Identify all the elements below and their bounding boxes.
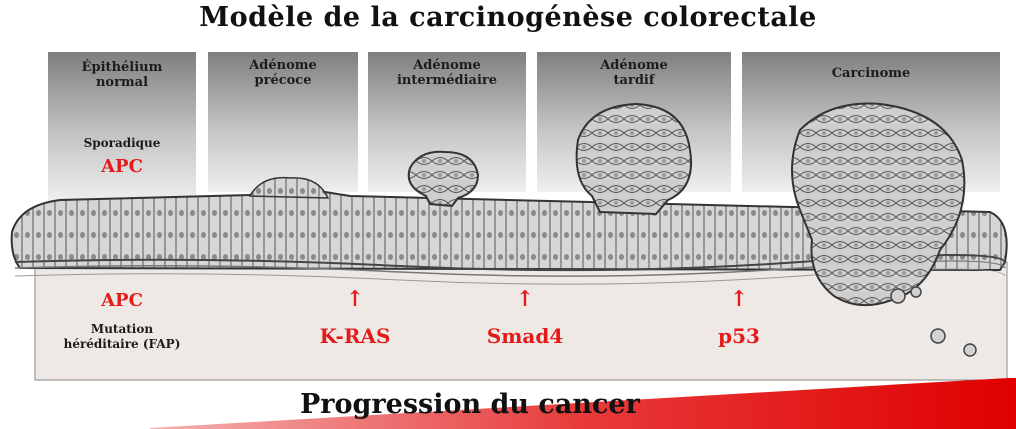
mutation-label-p53: p53 <box>684 324 794 348</box>
stage-label-line: intermédiaire <box>368 73 526 88</box>
stage-label-line: normal <box>48 75 196 90</box>
diagram-title: Modèle de la carcinogénèse colorectale <box>0 2 1016 33</box>
sporadic-gene: APC <box>48 156 196 177</box>
stage-label-line: Épithélium <box>48 60 196 75</box>
polyp-late <box>577 104 691 214</box>
stage-label-early: Adénome précoce <box>208 58 358 88</box>
stage-label-line: Carcinome <box>742 66 1000 81</box>
progression-label: Progression du cancer <box>300 389 640 420</box>
arrow-up-icon: ↑ <box>300 286 410 312</box>
stage-label-line: Adénome <box>208 58 358 73</box>
hereditary-line: Mutation <box>30 322 214 337</box>
stage-label-carcinoma: Carcinome <box>742 66 1000 81</box>
stage-label-late: Adénome tardif <box>537 58 731 88</box>
mutation-label-kras: K-RAS <box>300 324 410 348</box>
stage-label-intermediate: Adénome intermédiaire <box>368 58 526 88</box>
stage-label-line: Adénome <box>368 58 526 73</box>
hereditary-line: héréditaire (FAP) <box>30 337 214 352</box>
hereditary-gene: APC <box>48 290 196 311</box>
stage-label-line: précoce <box>208 73 358 88</box>
stage-label-line: Adénome <box>537 58 731 73</box>
stage-label-normal: Épithélium normal <box>48 60 196 90</box>
arrow-up-icon: ↑ <box>684 286 794 312</box>
hereditary-label: Mutation héréditaire (FAP) <box>30 322 214 352</box>
sporadic-label: Sporadique <box>48 136 196 151</box>
arrow-up-icon: ↑ <box>470 286 580 312</box>
stage-label-line: tardif <box>537 73 731 88</box>
mutation-label-smad4: Smad4 <box>470 324 580 348</box>
